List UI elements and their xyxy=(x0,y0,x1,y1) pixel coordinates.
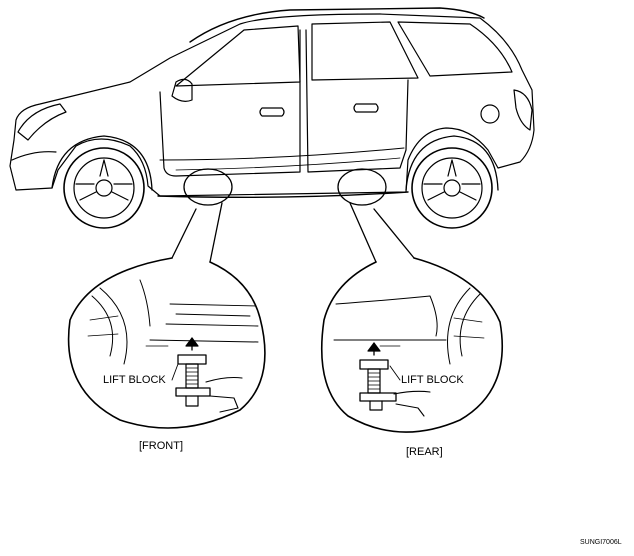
vehicle-side-view xyxy=(9,7,535,229)
front-lift-block-label: LIFT BLOCK xyxy=(103,374,166,386)
rear-lift-point-marker xyxy=(337,168,415,263)
front-lift-point-marker xyxy=(171,168,233,263)
rear-detail-callout xyxy=(321,257,504,433)
front-caption: [FRONT] xyxy=(139,440,183,452)
front-detail-callout xyxy=(67,257,266,429)
figure-code: SUNGI7006L xyxy=(580,539,622,546)
rear-lift-block-label: LIFT BLOCK xyxy=(401,374,464,386)
rear-caption: [REAR] xyxy=(406,446,443,458)
